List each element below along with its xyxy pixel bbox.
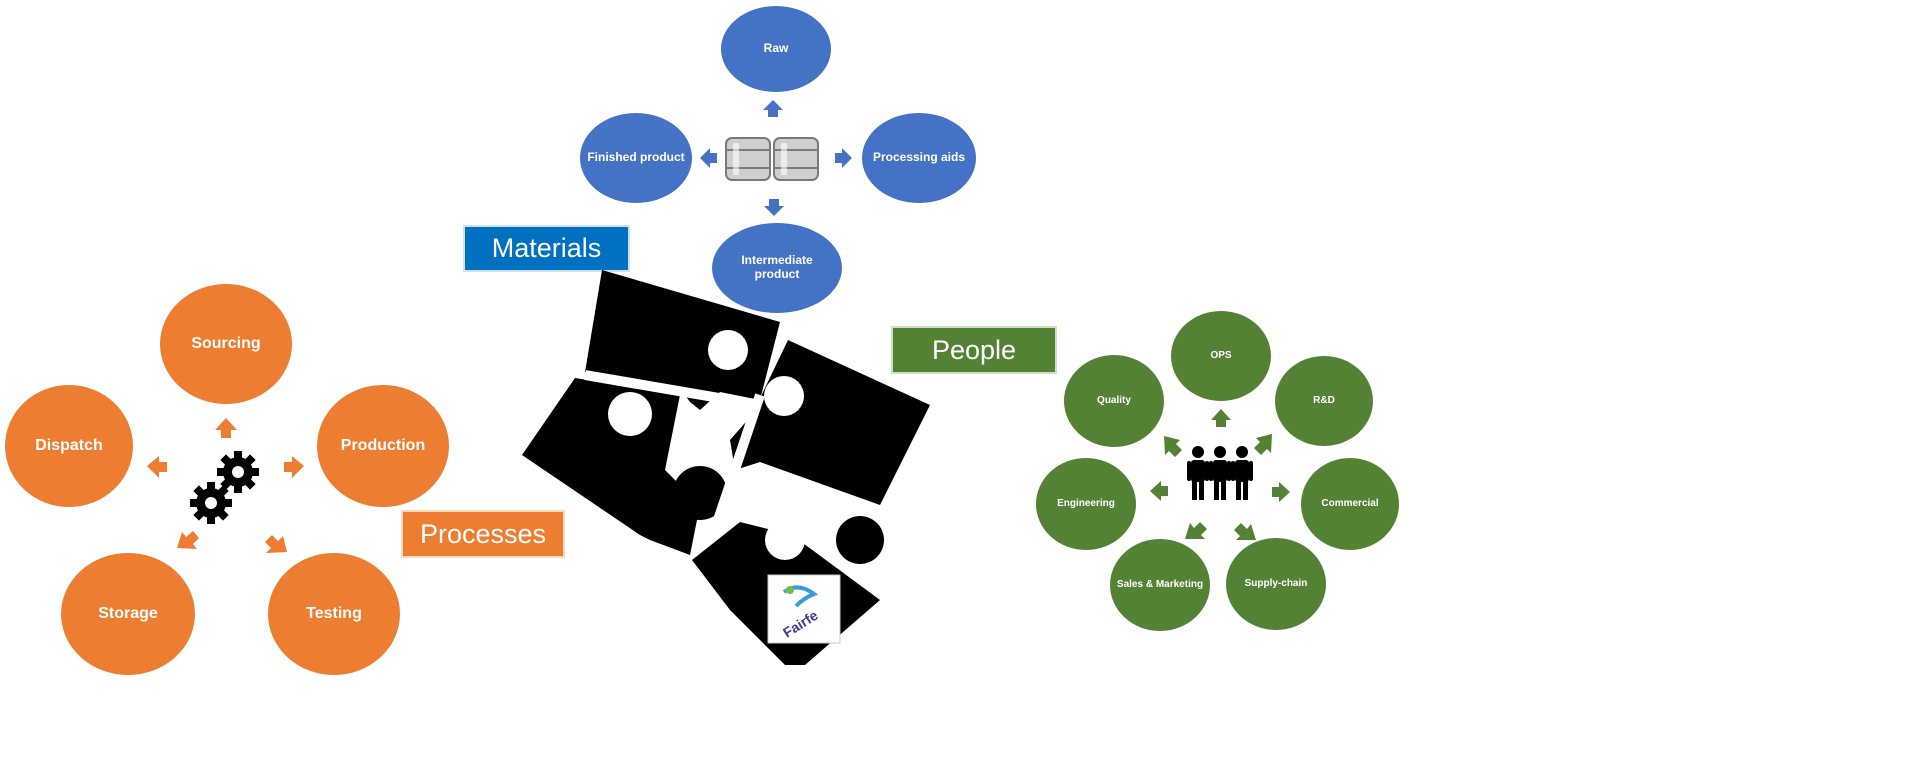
puzzle-notch	[764, 376, 804, 416]
people-sales-marketing: Sales & Marketing	[1110, 539, 1210, 631]
people-label: People	[891, 326, 1057, 374]
puzzle-notch	[608, 392, 652, 436]
puzzle-seam	[584, 370, 761, 410]
people-commercial-label: Commercial	[1321, 498, 1379, 510]
people-label-text: People	[931, 334, 1017, 365]
puzzle-icon: Fairfe	[522, 270, 930, 665]
arrow-to-quality	[1164, 436, 1182, 457]
people-arrows	[1150, 409, 1290, 540]
arrow-to-raw	[763, 100, 783, 117]
materials-label-text: Materials	[491, 233, 602, 263]
processes-storage: Storage	[61, 553, 195, 675]
arrow-to-processing-aids	[835, 148, 852, 168]
materials-raw-label: Raw	[763, 41, 789, 56]
materials-arrows	[700, 100, 852, 216]
materials-intermediate-product: Intermediate product	[712, 223, 842, 313]
processes-arrows	[147, 418, 304, 553]
people-ops-label: OPS	[1210, 350, 1232, 362]
people-ops: OPS	[1171, 311, 1271, 401]
processes-dispatch-label: Dispatch	[35, 436, 103, 454]
materials-raw: Raw	[721, 6, 831, 92]
people-supply-chain: Supply-chain	[1226, 538, 1326, 630]
people-quality: Quality	[1064, 355, 1164, 447]
people-commercial: Commercial	[1301, 458, 1399, 550]
processes-testing-label: Testing	[306, 604, 362, 622]
puzzle-knob	[673, 466, 727, 520]
materials-intermediate-product-label: Intermediate product	[741, 253, 813, 281]
materials-finished-product: Finished product	[580, 113, 692, 203]
materials-processing-aids: Processing aids	[862, 113, 976, 203]
gears-icon	[190, 451, 259, 524]
people-rnd-label: R&D	[1313, 395, 1335, 407]
processes-sourcing: Sourcing	[160, 284, 292, 404]
logo-leaf-icon	[786, 586, 794, 594]
materials-processing-aids-label: Processing aids	[872, 150, 966, 165]
processes-dispatch: Dispatch	[5, 385, 133, 507]
processes-label-text: Processes	[419, 518, 547, 549]
people-group-icon	[1187, 446, 1253, 500]
arrow-to-commercial	[1272, 482, 1290, 502]
people-rnd: R&D	[1275, 356, 1373, 446]
arrow-to-production	[284, 456, 304, 478]
people-supply-chain-label: Supply-chain	[1244, 578, 1308, 590]
materials-finished-product-label: Finished product	[587, 150, 685, 165]
puzzle-piece-top	[585, 270, 780, 410]
people-engineering-label: Engineering	[1057, 498, 1115, 510]
puzzle-notch	[765, 520, 805, 560]
puzzle-seam	[713, 393, 765, 522]
people-quality-label: Quality	[1097, 395, 1131, 407]
puzzle-knob	[836, 516, 884, 564]
materials-label: Materials	[463, 225, 630, 272]
processes-sourcing-label: Sourcing	[191, 334, 261, 352]
arrow-to-sourcing	[215, 418, 237, 438]
arrow-to-storage	[177, 531, 199, 549]
processes-label: Processes	[401, 510, 565, 558]
arrow-to-engineering	[1150, 481, 1168, 501]
arrow-to-intermediate	[764, 199, 784, 216]
arrow-to-rnd	[1254, 434, 1272, 455]
arrow-to-supply-chain	[1234, 523, 1256, 540]
puzzle-notch	[708, 330, 748, 370]
arrow-to-ops	[1211, 409, 1231, 427]
processes-storage-label: Storage	[98, 604, 158, 622]
puzzle-piece-left	[522, 378, 700, 555]
processes-production: Production	[317, 385, 449, 507]
people-engineering: Engineering	[1036, 458, 1136, 550]
people-sales-marketing-label: Sales & Marketing	[1116, 579, 1204, 591]
arrow-to-sales-marketing	[1185, 522, 1207, 539]
arrow-to-testing	[265, 535, 287, 553]
processes-production-label: Production	[340, 436, 426, 454]
logo-box	[767, 574, 841, 644]
arrow-to-finished	[700, 148, 717, 168]
arrow-to-dispatch	[147, 456, 167, 478]
processes-testing: Testing	[268, 553, 400, 675]
containers-icon	[725, 137, 819, 181]
